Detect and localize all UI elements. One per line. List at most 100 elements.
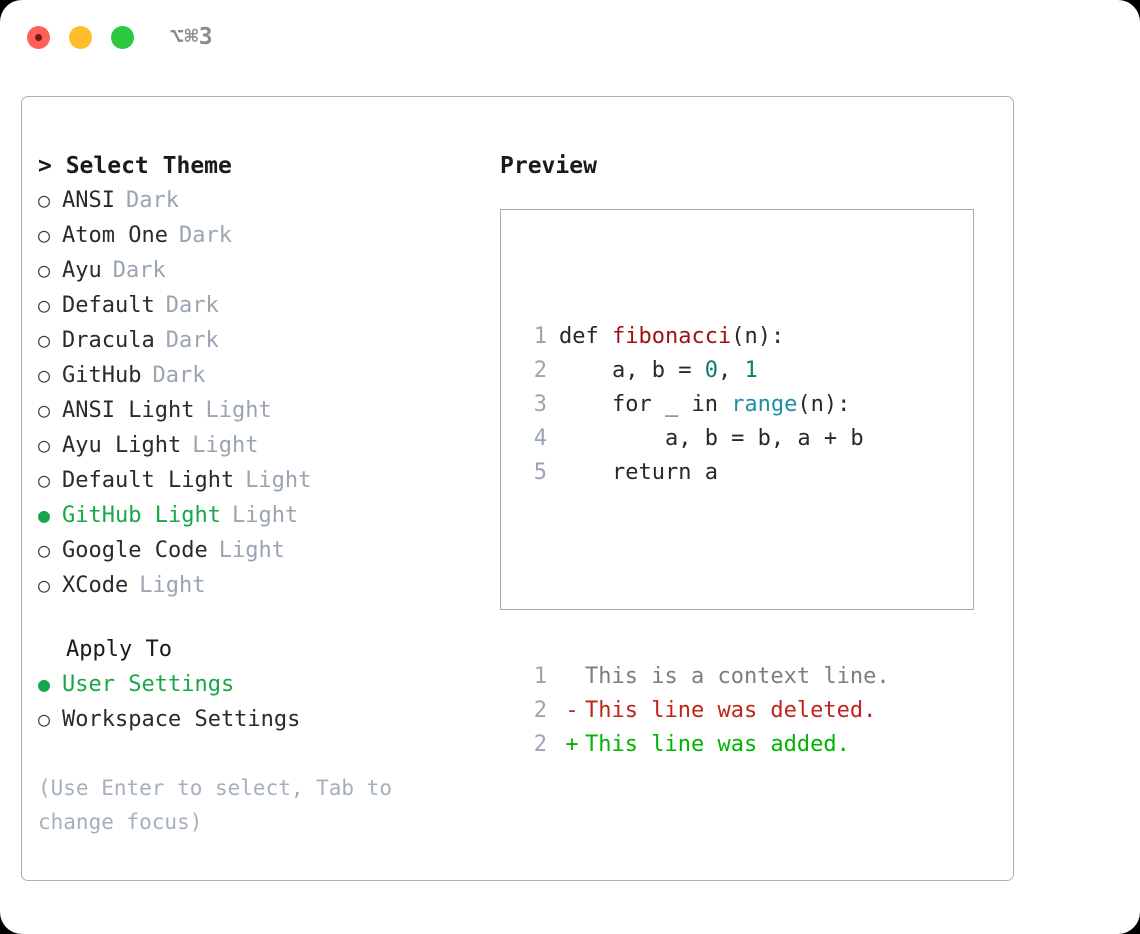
close-button[interactable] [27, 26, 50, 49]
code-token: (n): [731, 324, 785, 349]
theme-option-default-light[interactable]: ○ Default Light Light [38, 463, 478, 498]
code-token: 1 [744, 358, 758, 383]
theme-option-label: Ayu [62, 258, 102, 283]
section-spacer [38, 603, 478, 633]
radio-unselected-icon: ○ [38, 538, 51, 562]
diff-line-text: This line was added. [585, 732, 850, 757]
code-line-number: 2 [533, 358, 547, 383]
diff-line: 2-This line was deleted. [513, 694, 890, 728]
radio-unselected-icon: ○ [38, 398, 51, 422]
theme-option-label: Default [62, 293, 155, 318]
diff-marker: - [565, 698, 579, 723]
select-theme-header: > Select Theme [38, 153, 232, 179]
apply-to-option-workspace-settings[interactable]: ○ Workspace Settings [38, 702, 478, 737]
theme-option-ansi[interactable]: ○ ANSI Dark [38, 183, 478, 218]
code-line: 5 return a [513, 456, 890, 490]
apply-to-header: Apply To [66, 637, 172, 662]
radio-unselected-icon: ○ [38, 363, 51, 387]
radio-unselected-icon: ○ [38, 433, 51, 457]
code-line-text: def fibonacci(n): [559, 320, 784, 354]
theme-variant-tag: Light [205, 398, 272, 423]
code-token: def [559, 324, 612, 349]
theme-option-label: Ayu Light [62, 433, 182, 458]
diff-marker: + [565, 732, 579, 757]
code-token: a, b = b, a + b [559, 426, 864, 451]
code-line-number: 5 [533, 460, 547, 485]
code-line-text: a, b = 0, 1 [559, 354, 758, 388]
theme-option-default[interactable]: ○ Default Dark [38, 288, 478, 323]
apply-to-option-user-settings[interactable]: ●User Settings [38, 667, 478, 702]
code-token: for _ in [559, 392, 732, 417]
theme-variant-tag: Light [245, 468, 312, 493]
theme-option-atom-one[interactable]: ○ Atom One Dark [38, 218, 478, 253]
diff-line-text: This line was deleted. [585, 698, 877, 723]
code-token: fibonacci [611, 324, 732, 349]
radio-unselected-icon: ○ [38, 258, 51, 282]
code-token: 0 [704, 358, 718, 383]
theme-option-label: ANSI Light [62, 398, 195, 423]
radio-unselected-icon: ○ [38, 223, 51, 247]
diff-block: 1 This is a context line. 2-This line was… [513, 660, 890, 762]
code-token: , [717, 358, 745, 383]
radio-selected-icon: ● [38, 672, 51, 696]
theme-option-ansi-light[interactable]: ○ ANSI Light Light [38, 393, 478, 428]
code-token: a, b = [559, 358, 705, 383]
theme-option-label: Default Light [62, 468, 235, 493]
theme-variant-tag: Dark [152, 363, 206, 388]
theme-option-label: GitHub [62, 363, 142, 388]
diff-line: 2+This line was added. [513, 728, 890, 762]
theme-variant-tag: Light [218, 538, 285, 563]
theme-variant-tag: Light [139, 573, 206, 598]
code-line-text: for _ in range(n): [559, 388, 850, 422]
radio-unselected-icon: ○ [38, 573, 51, 597]
diff-line-text: This is a context line. [585, 664, 890, 689]
theme-option-label: GitHub Light [62, 503, 221, 528]
code-line-text: a, b = b, a + b [559, 422, 864, 456]
radio-unselected-icon: ○ [38, 293, 51, 317]
keyboard-shortcut-label: ⌥⌘3 [170, 24, 214, 50]
title-bar: ⌥⌘3 [0, 0, 1140, 76]
code-token: return a [559, 460, 718, 485]
code-diff-gap [513, 558, 890, 592]
code-line: 3 for _ in range(n): [513, 388, 890, 422]
code-line-number: 3 [533, 392, 547, 417]
code-token: (n): [797, 392, 851, 417]
theme-option-label: Atom One [62, 223, 168, 248]
theme-variant-tag: Dark [165, 328, 219, 353]
theme-option-google-code[interactable]: ○ Google Code Light [38, 533, 478, 568]
preview-title: Preview [500, 153, 597, 179]
theme-variant-tag: Dark [178, 223, 232, 248]
radio-unselected-icon: ○ [38, 468, 51, 492]
theme-option-label: ANSI [62, 188, 115, 213]
code-line: 4 a, b = b, a + b [513, 422, 890, 456]
apply-to-option-label: Workspace Settings [62, 707, 301, 732]
theme-variant-tag: Dark [125, 188, 179, 213]
radio-unselected-icon: ○ [38, 707, 51, 731]
radio-unselected-icon: ○ [38, 328, 51, 352]
theme-variant-tag: Dark [165, 293, 219, 318]
maximize-button[interactable] [111, 26, 134, 49]
apply-to-option-list: ●User Settings ○ Workspace Settings [38, 667, 478, 737]
radio-unselected-icon: ○ [38, 188, 51, 212]
theme-option-label: Google Code [62, 538, 208, 563]
theme-variant-tag: Light [192, 433, 259, 458]
theme-variant-tag: Light [231, 503, 299, 528]
diff-line-number: 1 [533, 664, 547, 689]
minimize-button[interactable] [69, 26, 92, 49]
diff-marker [559, 660, 585, 694]
diff-line-number: 2 [533, 698, 547, 723]
theme-option-ayu-light[interactable]: ○ Ayu Light Light [38, 428, 478, 463]
theme-option-github[interactable]: ○ GitHub Dark [38, 358, 478, 393]
